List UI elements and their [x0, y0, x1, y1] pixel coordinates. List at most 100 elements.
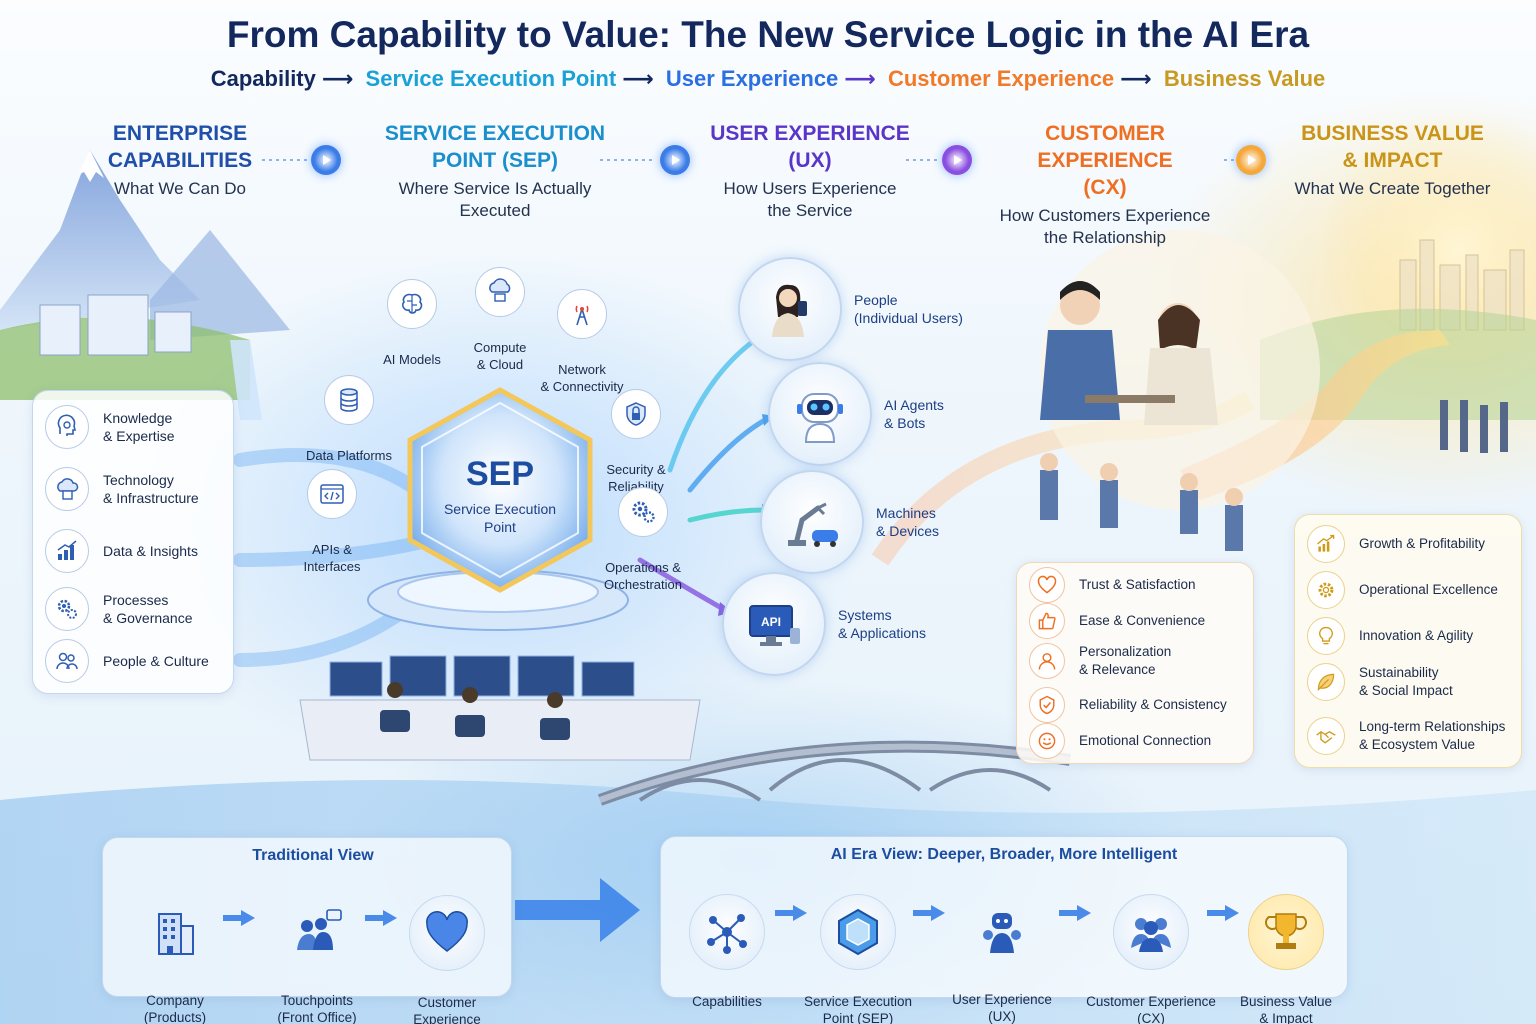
arrow-right-icon: [913, 905, 945, 921]
subtitle-step-ux: User Experience: [665, 66, 839, 91]
cx-label: Trust & Satisfaction: [1079, 577, 1196, 592]
traditional-step-label: Company (Products): [143, 993, 207, 1024]
column-subheading: Where Service Is Actually Executed: [398, 179, 592, 220]
capability-label: Data & Insights: [103, 543, 198, 559]
cx-label: Personalization & Relevance: [1079, 644, 1172, 677]
cx-label: Reliability & Consistency: [1079, 697, 1227, 712]
user-type-machines: Machines & Devices: [760, 470, 939, 574]
thumbs-up-icon: [1029, 603, 1065, 639]
value-label: Sustainability & Social Impact: [1359, 665, 1453, 698]
user-type-label: AI Agents & Bots: [884, 397, 944, 431]
robot-person-icon: [965, 894, 1039, 968]
value-item: Long-term Relationships & Ecosystem Valu…: [1307, 717, 1505, 755]
flow-play-icon: [1236, 145, 1266, 175]
leaf-icon: [1307, 663, 1345, 701]
traditional-step: Customer Experience: [397, 878, 497, 1024]
arrow-right-icon: [1059, 905, 1091, 921]
traditional-step: Company (Products): [125, 878, 225, 1024]
arrow-right-icon: [223, 910, 255, 926]
bar-chart-icon: [45, 529, 89, 573]
column-subheading: How Customers Experience the Relationshi…: [999, 206, 1211, 247]
people-group-icon: [1113, 894, 1189, 970]
flow-play-icon: [660, 145, 690, 175]
ai-era-step: Business Value & Impact: [1231, 877, 1341, 1024]
sep-input-data-platforms: Data Platforms: [298, 358, 400, 464]
network-nodes-icon: [689, 894, 765, 970]
cx-item: Ease & Convenience: [1029, 603, 1205, 639]
ai-era-step: Customer Experience (CX): [1081, 877, 1221, 1024]
cloud-server-icon: [45, 467, 89, 511]
capabilities-panel: Knowledge & Expertise Technology & Infra…: [32, 390, 234, 694]
sep-input-apis: APIs & Interfaces: [290, 452, 374, 575]
sep-acronym: SEP: [465, 455, 535, 493]
flow-play-icon: [942, 145, 972, 175]
capability-label: Processes & Governance: [103, 592, 193, 626]
sep-input-label: Operations & Orchestration: [603, 560, 683, 592]
column-header-ux: USER EXPERIENCE (UX) How Users Experienc…: [700, 120, 920, 222]
cx-item: Emotional Connection: [1029, 723, 1211, 759]
subtitle-arrow: ⟶: [844, 66, 876, 91]
hexagon-icon: [820, 894, 896, 970]
sep-input-label: Security & Reliability: [606, 462, 666, 494]
subtitle-step-sep: Service Execution Point: [365, 66, 617, 91]
ai-era-step-label: Customer Experience (CX): [1086, 994, 1216, 1024]
sep-name: Service Execution Point: [443, 501, 557, 535]
column-header-cx: CUSTOMER EXPERIENCE (CX) How Customers E…: [975, 120, 1235, 249]
person-icon: [1029, 643, 1065, 679]
antenna-icon: [557, 289, 607, 339]
subtitle-arrow: ⟶: [321, 66, 354, 91]
value-label: Growth & Profitability: [1359, 536, 1486, 551]
sep-input-label: AI Models: [383, 352, 441, 367]
subtitle-arrow: ⟶: [1120, 66, 1152, 91]
subtitle-arrow: ⟶: [622, 66, 654, 91]
cx-item: Trust & Satisfaction: [1029, 567, 1196, 603]
user-type-label: People (Individual Users): [854, 292, 963, 326]
column-subheading: How Users Experience the Service: [723, 179, 897, 220]
trophy-icon: [1248, 894, 1324, 970]
subtitle-step-capability: Capability: [210, 66, 316, 91]
capability-label: Knowledge & Expertise: [103, 410, 175, 444]
people-icon: [45, 639, 89, 683]
value-label: Long-term Relationships & Ecosystem Valu…: [1359, 719, 1506, 752]
cx-item: Personalization & Relevance: [1029, 643, 1171, 679]
capability-label: People & Culture: [103, 653, 209, 669]
svg-text:API: API: [761, 615, 781, 629]
column-heading: SERVICE EXECUTION POINT (SEP): [384, 122, 606, 172]
capability-item: People & Culture: [45, 639, 209, 683]
gears-icon: [45, 587, 89, 631]
agents-chat-icon: [280, 895, 354, 969]
heart-icon: [409, 895, 485, 971]
ai-era-step-label: Business Value & Impact: [1239, 994, 1333, 1024]
api-monitor-icon: API: [722, 572, 826, 676]
capability-item: Knowledge & Expertise: [45, 405, 175, 449]
traditional-view-panel: Traditional View Company (Products) Touc…: [102, 837, 512, 1024]
handshake-icon: [1307, 717, 1345, 755]
user-type-systems: API Systems & Applications: [722, 572, 926, 676]
cx-item: Reliability & Consistency: [1029, 687, 1227, 723]
ai-era-view-panel: AI Era View: Deeper, Broader, More Intel…: [660, 836, 1348, 1024]
capability-item: Technology & Infrastructure: [45, 467, 199, 511]
sep-input-label: APIs & Interfaces: [303, 542, 361, 574]
sep-input-security: Security & Reliability: [590, 372, 682, 495]
traditional-step-label: Touchpoints (Front Office): [277, 993, 357, 1024]
person-phone-icon: [738, 257, 842, 361]
cx-panel: Trust & Satisfaction Ease & Convenience …: [1016, 562, 1254, 764]
value-item: Innovation & Agility: [1307, 617, 1473, 655]
ai-era-view-heading: AI Era View: Deeper, Broader, More Intel…: [830, 846, 1178, 863]
sep-input-network: Network & Connectivity: [530, 272, 634, 395]
ai-era-step: User Experience (UX): [937, 877, 1067, 1024]
cx-label: Ease & Convenience: [1079, 613, 1206, 628]
value-label: Innovation & Agility: [1359, 628, 1474, 643]
subtitle-step-cx: Customer Experience: [887, 66, 1115, 91]
arrow-right-icon: [365, 910, 397, 926]
user-type-label: Machines & Devices: [876, 505, 940, 539]
flow-play-icon: [311, 145, 341, 175]
code-window-icon: [307, 469, 357, 519]
ai-era-step-label: Service Execution Point (SEP): [803, 994, 913, 1024]
subtitle-step-value: Business Value: [1163, 66, 1326, 91]
cloud-compute-icon: [475, 267, 525, 317]
gear-icon: [1307, 571, 1345, 609]
brain-head-icon: [45, 405, 89, 449]
column-header-value: BUSINESS VALUE & IMPACT What We Create T…: [1280, 120, 1505, 200]
